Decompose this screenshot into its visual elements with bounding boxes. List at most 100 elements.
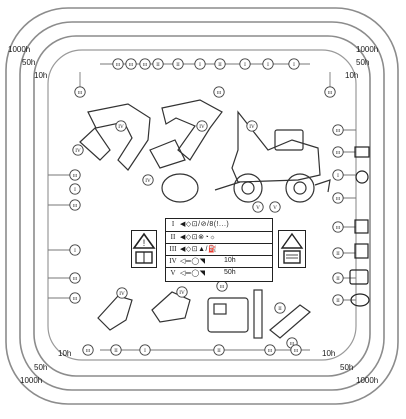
inspection-point-III: III (290, 344, 302, 356)
svg-text:III: III (220, 284, 225, 289)
inspection-point-I: I (239, 58, 251, 70)
legend-roman-numeral: II (170, 233, 176, 241)
inspection-point-III: III (69, 199, 81, 211)
legend-roman-numeral: I (171, 220, 175, 228)
inspection-point-IV: IV (142, 174, 154, 186)
svg-text:III: III (73, 296, 78, 301)
legend-symbols: ◀◇⊡▲/⛽ (180, 246, 218, 253)
interval-label-1000h-br: 1000h (356, 376, 379, 385)
legend-symbols: ◁═◯◥ (180, 258, 206, 265)
svg-text:IV: IV (145, 178, 151, 184)
svg-text:II: II (336, 251, 340, 257)
svg-text:III: III (143, 62, 148, 67)
legend-interval: 10h (224, 257, 236, 264)
interval-label-10h-tl: 10h (34, 71, 48, 80)
inspection-point-V: V (252, 201, 264, 213)
svg-text:III: III (73, 276, 78, 281)
ring-10h (33, 35, 371, 377)
interval-label-1000h-bl: 1000h (20, 376, 43, 385)
legend-roman-numeral: V (170, 269, 176, 277)
inspection-point-I: I (194, 58, 206, 70)
inspection-point-II: II (214, 58, 226, 70)
inspection-point-II: II (332, 247, 344, 259)
svg-text:III: III (86, 348, 91, 353)
ring-inner (47, 49, 357, 361)
svg-text:III: III (336, 196, 341, 201)
svg-text:III: III (73, 173, 78, 178)
svg-text:IV: IV (249, 124, 255, 130)
interval-label-1000h-tr: 1000h (356, 45, 379, 54)
inspection-point-III: III (332, 124, 344, 136)
legend-row: V ◁═◯◥ 50h (166, 267, 272, 278)
interval-label-50h-bl: 50h (34, 363, 48, 372)
inspection-point-III: III (69, 169, 81, 181)
inspection-point-IV: IV (115, 120, 127, 132)
svg-text:II: II (336, 298, 340, 304)
inspection-point-III: III (69, 272, 81, 284)
svg-text:III: III (336, 150, 341, 155)
svg-text:I: I (244, 62, 246, 68)
svg-text:!: ! (143, 238, 146, 248)
svg-text:I: I (199, 62, 201, 68)
interval-label-10h-bl: 10h (58, 349, 72, 358)
svg-text:I: I (74, 248, 76, 254)
svg-text:I: I (267, 62, 269, 68)
right-components (349, 146, 370, 307)
interval-label-10h-tr: 10h (345, 71, 359, 80)
svg-text:IV: IV (119, 291, 125, 297)
svg-text:V: V (273, 205, 277, 211)
svg-text:IV: IV (118, 124, 124, 130)
interval-label-50h-br: 50h (340, 363, 354, 372)
svg-text:II: II (114, 348, 118, 354)
legend-row: IV◁═◯◥10h (166, 255, 272, 266)
boom-drawings (79, 99, 331, 203)
svg-text:II: II (336, 276, 340, 282)
interval-label-1000h-tl: 1000h (8, 45, 31, 54)
inspection-point-III: III (332, 221, 344, 233)
svg-text:I: I (293, 62, 295, 68)
svg-text:III: III (294, 348, 299, 353)
svg-text:III: III (290, 341, 295, 346)
svg-text:I: I (337, 173, 339, 179)
inspection-point-I: I (332, 169, 344, 181)
inspection-point-I: I (288, 58, 300, 70)
legend-interval: 50h (224, 269, 236, 276)
svg-text:II: II (217, 348, 221, 354)
svg-text:I: I (144, 348, 146, 354)
inspection-point-IV: IV (246, 120, 258, 132)
legend-row: II◀◇⊡⊗◔☼ (166, 231, 272, 242)
svg-text:III: III (336, 225, 341, 230)
inspection-point-I: I (262, 58, 274, 70)
ring-50h (19, 21, 385, 391)
svg-text:IV: IV (199, 124, 205, 130)
service-interval-legend: I◀◇⊡/⊘/8(!...)II◀◇⊡⊗◔☼III◀◇⊡▲/⛽IV◁═◯◥10h… (165, 218, 273, 282)
inspection-point-I: I (69, 183, 81, 195)
legend-symbols: ◀◇⊡/⊘/8(!...) (180, 221, 230, 228)
svg-text:III: III (73, 203, 78, 208)
interval-label-10h-br: 10h (322, 349, 336, 358)
inspection-point-III: III (332, 146, 344, 158)
svg-text:II: II (176, 62, 180, 68)
inspection-point-II: II (274, 302, 286, 314)
svg-text:IV: IV (75, 148, 81, 154)
interval-label-50h-tr: 50h (356, 58, 370, 67)
inspection-point-III: III (324, 86, 336, 98)
svg-text:III: III (129, 62, 134, 67)
inspection-point-III: III (213, 86, 225, 98)
svg-text:II: II (156, 62, 160, 68)
inspection-point-III: III (82, 344, 94, 356)
svg-text:V: V (256, 205, 260, 211)
inspection-point-II: II (110, 344, 122, 356)
legend-row: III◀◇⊡▲/⛽ (166, 243, 272, 254)
legend-symbols: ◁═◯◥ (180, 270, 206, 277)
inspection-point-I: I (69, 244, 81, 256)
inspection-point-III: III (332, 192, 344, 204)
inspection-point-III: III (69, 292, 81, 304)
warning-triangle-icon: ! (131, 230, 157, 268)
inspection-point-II: II (213, 344, 225, 356)
inspection-point-II: II (332, 272, 344, 284)
inspection-point-II: II (152, 58, 164, 70)
